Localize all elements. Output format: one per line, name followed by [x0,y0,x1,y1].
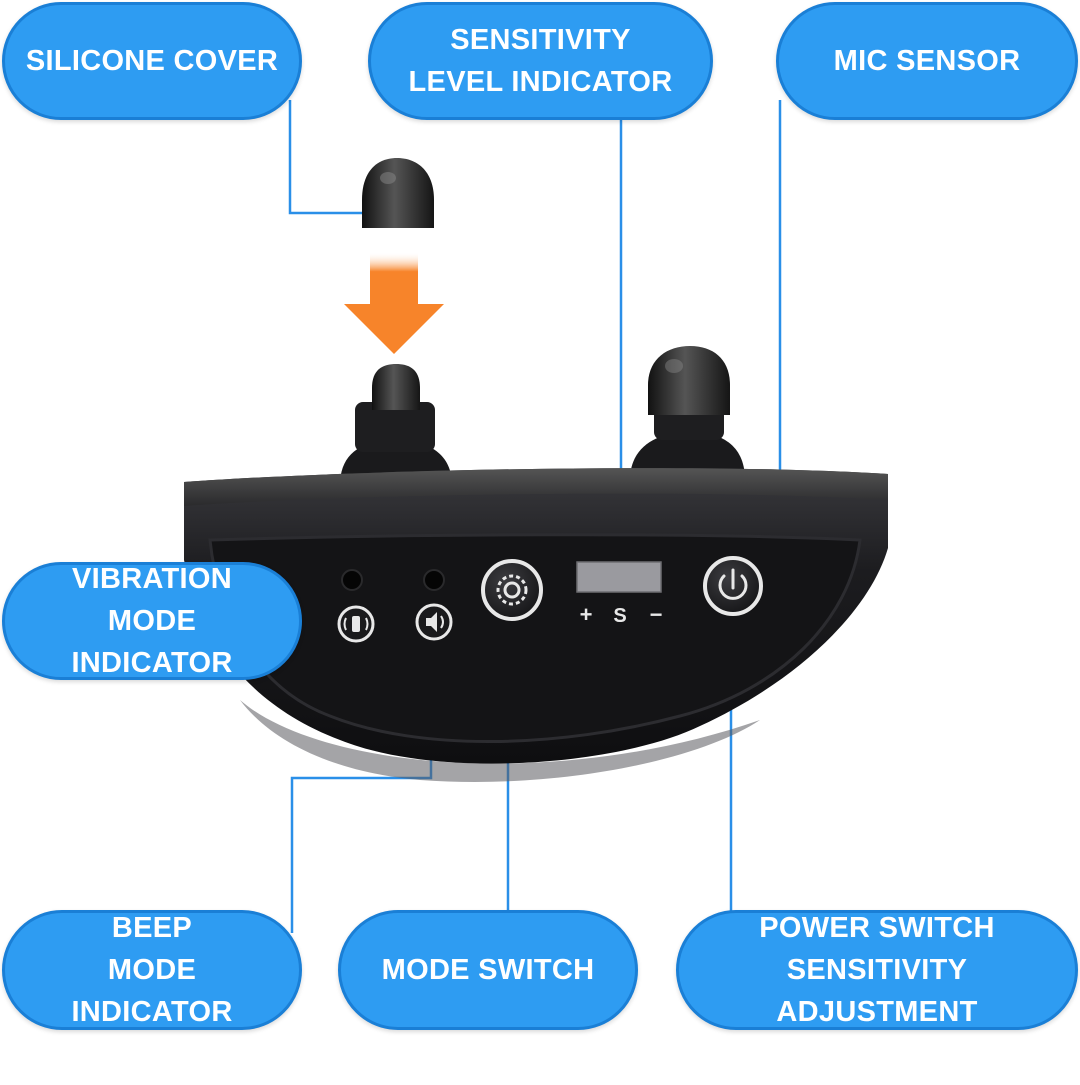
callout-mode-switch: MODE SWITCH [338,910,638,1030]
led-hole-left [341,569,363,591]
left-probe [340,364,452,485]
callout-mic-sensor: MIC SENSOR [776,2,1078,120]
minus-label: − [650,602,663,627]
arrow-down-icon [344,252,444,354]
sensitivity-level-display [576,561,662,593]
right-probe [630,346,745,480]
receiver-body [184,468,888,782]
callout-vibration-mode-indicator: VIBRATION MODE INDICATOR [2,562,302,680]
led-hole-right [423,569,445,591]
callout-power-switch-sensitivity-adjustment: POWER SWITCH SENSITIVITY ADJUSTMENT [676,910,1078,1030]
s-label: S [613,605,626,627]
callout-silicone-cover: SILICONE COVER [2,2,302,120]
gear-icon [496,574,528,606]
power-switch-button[interactable] [703,556,763,616]
callout-sensitivity-level-indicator: SENSITIVITY LEVEL INDICATOR [368,2,713,120]
power-icon [718,568,748,600]
plus-label: + [580,602,593,627]
speaker-icon [415,603,453,641]
callout-beep-mode-indicator: BEEP MODE INDICATOR [2,910,302,1030]
silicone-cover-cap [362,158,434,228]
mode-switch-button[interactable] [481,559,543,621]
leader-line-silicone-cover [288,100,362,215]
vibration-icon [337,605,375,643]
